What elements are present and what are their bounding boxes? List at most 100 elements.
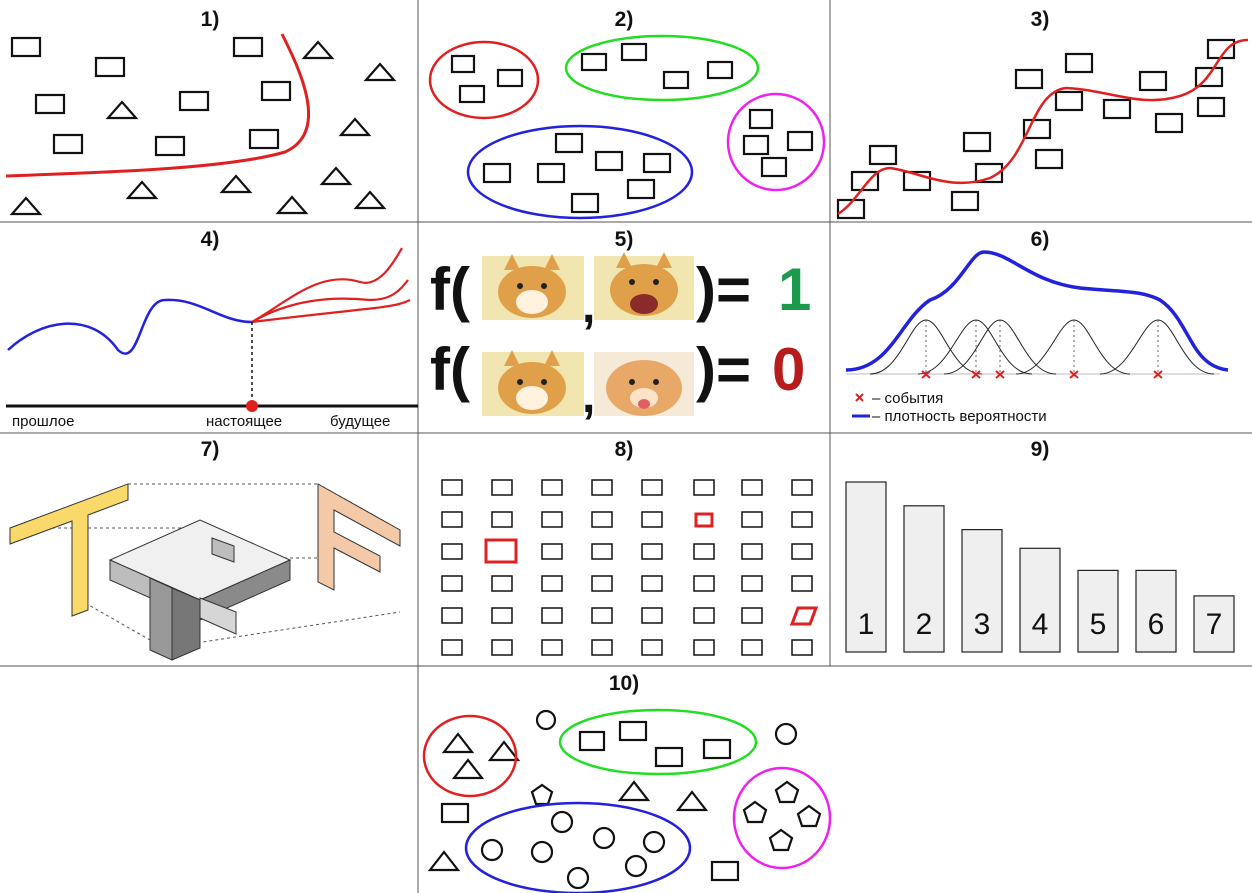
panel-1-classification — [9, 36, 397, 216]
panel-label-7: 7) — [201, 438, 220, 461]
ranking-bar-label: 3 — [974, 608, 991, 641]
pomeranian-image-icon — [594, 352, 694, 416]
ranking-bar — [845, 481, 887, 653]
normal-box — [791, 639, 813, 656]
normal-box — [591, 639, 613, 656]
normal-box — [641, 543, 663, 560]
panel-label-8: 8) — [615, 438, 634, 461]
panel-6-legend-events: – события — [872, 390, 943, 407]
normal-box — [491, 607, 513, 624]
doge-barking-image-icon — [594, 252, 694, 320]
normal-box — [591, 607, 613, 624]
panel-4-past-label: прошлое — [12, 413, 74, 430]
normal-box — [741, 511, 763, 528]
ranking-bar-label: 7 — [1206, 608, 1223, 641]
panel-8-anomaly-grid — [441, 479, 819, 656]
panel-5-result-diff: 0 — [772, 336, 805, 403]
normal-box — [693, 543, 715, 560]
normal-box — [441, 575, 463, 592]
normal-box — [693, 607, 715, 624]
panel-3-regression — [836, 38, 1249, 220]
panel-2-clustering — [428, 34, 826, 220]
normal-box — [541, 607, 563, 624]
normal-box — [591, 479, 613, 496]
ranking-bar — [1193, 595, 1235, 653]
panel-label-6: 6) — [1031, 228, 1050, 251]
normal-box — [791, 479, 813, 496]
panel-6-density: – события – плотность вероятности — [845, 250, 1229, 425]
normal-box — [491, 511, 513, 528]
normal-box — [441, 479, 463, 496]
panel-5-func-1: f( — [430, 256, 470, 323]
ranking-bar — [961, 528, 1003, 653]
ranking-bar — [1019, 547, 1061, 653]
doge-image-icon — [482, 350, 584, 416]
panel-10-mixed-clustering — [422, 708, 832, 893]
ranking-bar — [1077, 569, 1119, 653]
panel-label-2: 2) — [615, 8, 634, 31]
normal-box — [741, 479, 763, 496]
normal-box — [741, 639, 763, 656]
panel-label-4: 4) — [201, 228, 220, 251]
normal-box — [491, 575, 513, 592]
normal-box — [541, 639, 563, 656]
panel-4-forecasting: прошлое настоящее будущее — [6, 247, 418, 430]
normal-box — [641, 479, 663, 496]
panel-label-9: 9) — [1031, 438, 1050, 461]
normal-box — [641, 575, 663, 592]
normal-box — [741, 543, 763, 560]
ranking-bar-label: 2 — [916, 608, 933, 641]
normal-box — [591, 543, 613, 560]
ranking-bar — [1135, 569, 1177, 653]
normal-box — [791, 511, 813, 528]
normal-box — [441, 511, 463, 528]
normal-box — [591, 511, 613, 528]
panel-label-3: 3) — [1031, 8, 1050, 31]
normal-box — [641, 511, 663, 528]
panel-7-3d-projections — [9, 483, 401, 661]
panel-5-close-2: )= — [696, 336, 751, 403]
anomaly-box — [484, 538, 518, 564]
anomaly-box — [789, 606, 819, 626]
normal-box — [741, 607, 763, 624]
normal-box — [491, 639, 513, 656]
normal-box — [541, 511, 563, 528]
panel-5-comma-1: , — [582, 280, 595, 333]
panel-label-1: 1) — [201, 8, 220, 31]
panel-6-legend-density: – плотность вероятности — [872, 408, 1047, 425]
normal-box — [791, 543, 813, 560]
ranking-bar-label: 1 — [858, 608, 875, 641]
normal-box — [693, 575, 715, 592]
panel-4-present-label: настоящее — [206, 413, 282, 430]
normal-box — [641, 639, 663, 656]
normal-box — [693, 479, 715, 496]
panel-9-ranking-bars: 1 2 3 4 5 6 7 — [845, 481, 1235, 653]
ranking-bar-label: 4 — [1032, 608, 1049, 641]
panel-1-decision-boundary — [5, 33, 311, 178]
normal-box — [541, 543, 563, 560]
panel-5-func-2: f( — [430, 336, 470, 403]
ranking-bar-label: 5 — [1090, 608, 1107, 641]
normal-box — [791, 575, 813, 592]
normal-box — [441, 607, 463, 624]
ranking-bar — [903, 505, 945, 653]
normal-box — [491, 479, 513, 496]
normal-box — [541, 479, 563, 496]
normal-box — [441, 543, 463, 560]
anomaly-box — [694, 512, 714, 528]
panel-5-result-same: 1 — [778, 256, 811, 323]
doge-image-icon — [482, 254, 584, 320]
panel-4-future-label: будущее — [330, 413, 390, 430]
panel-label-10: 10) — [609, 672, 639, 695]
panel-5-comma-2: , — [582, 370, 595, 423]
panel-5-similarity: f( , )= 1 f( , — [430, 252, 811, 423]
normal-box — [641, 607, 663, 624]
ranking-bar-label: 6 — [1148, 608, 1165, 641]
panel-5-close-1: )= — [696, 256, 751, 323]
normal-box — [541, 575, 563, 592]
normal-box — [741, 575, 763, 592]
panel-label-5: 5) — [615, 228, 634, 251]
normal-box — [591, 575, 613, 592]
